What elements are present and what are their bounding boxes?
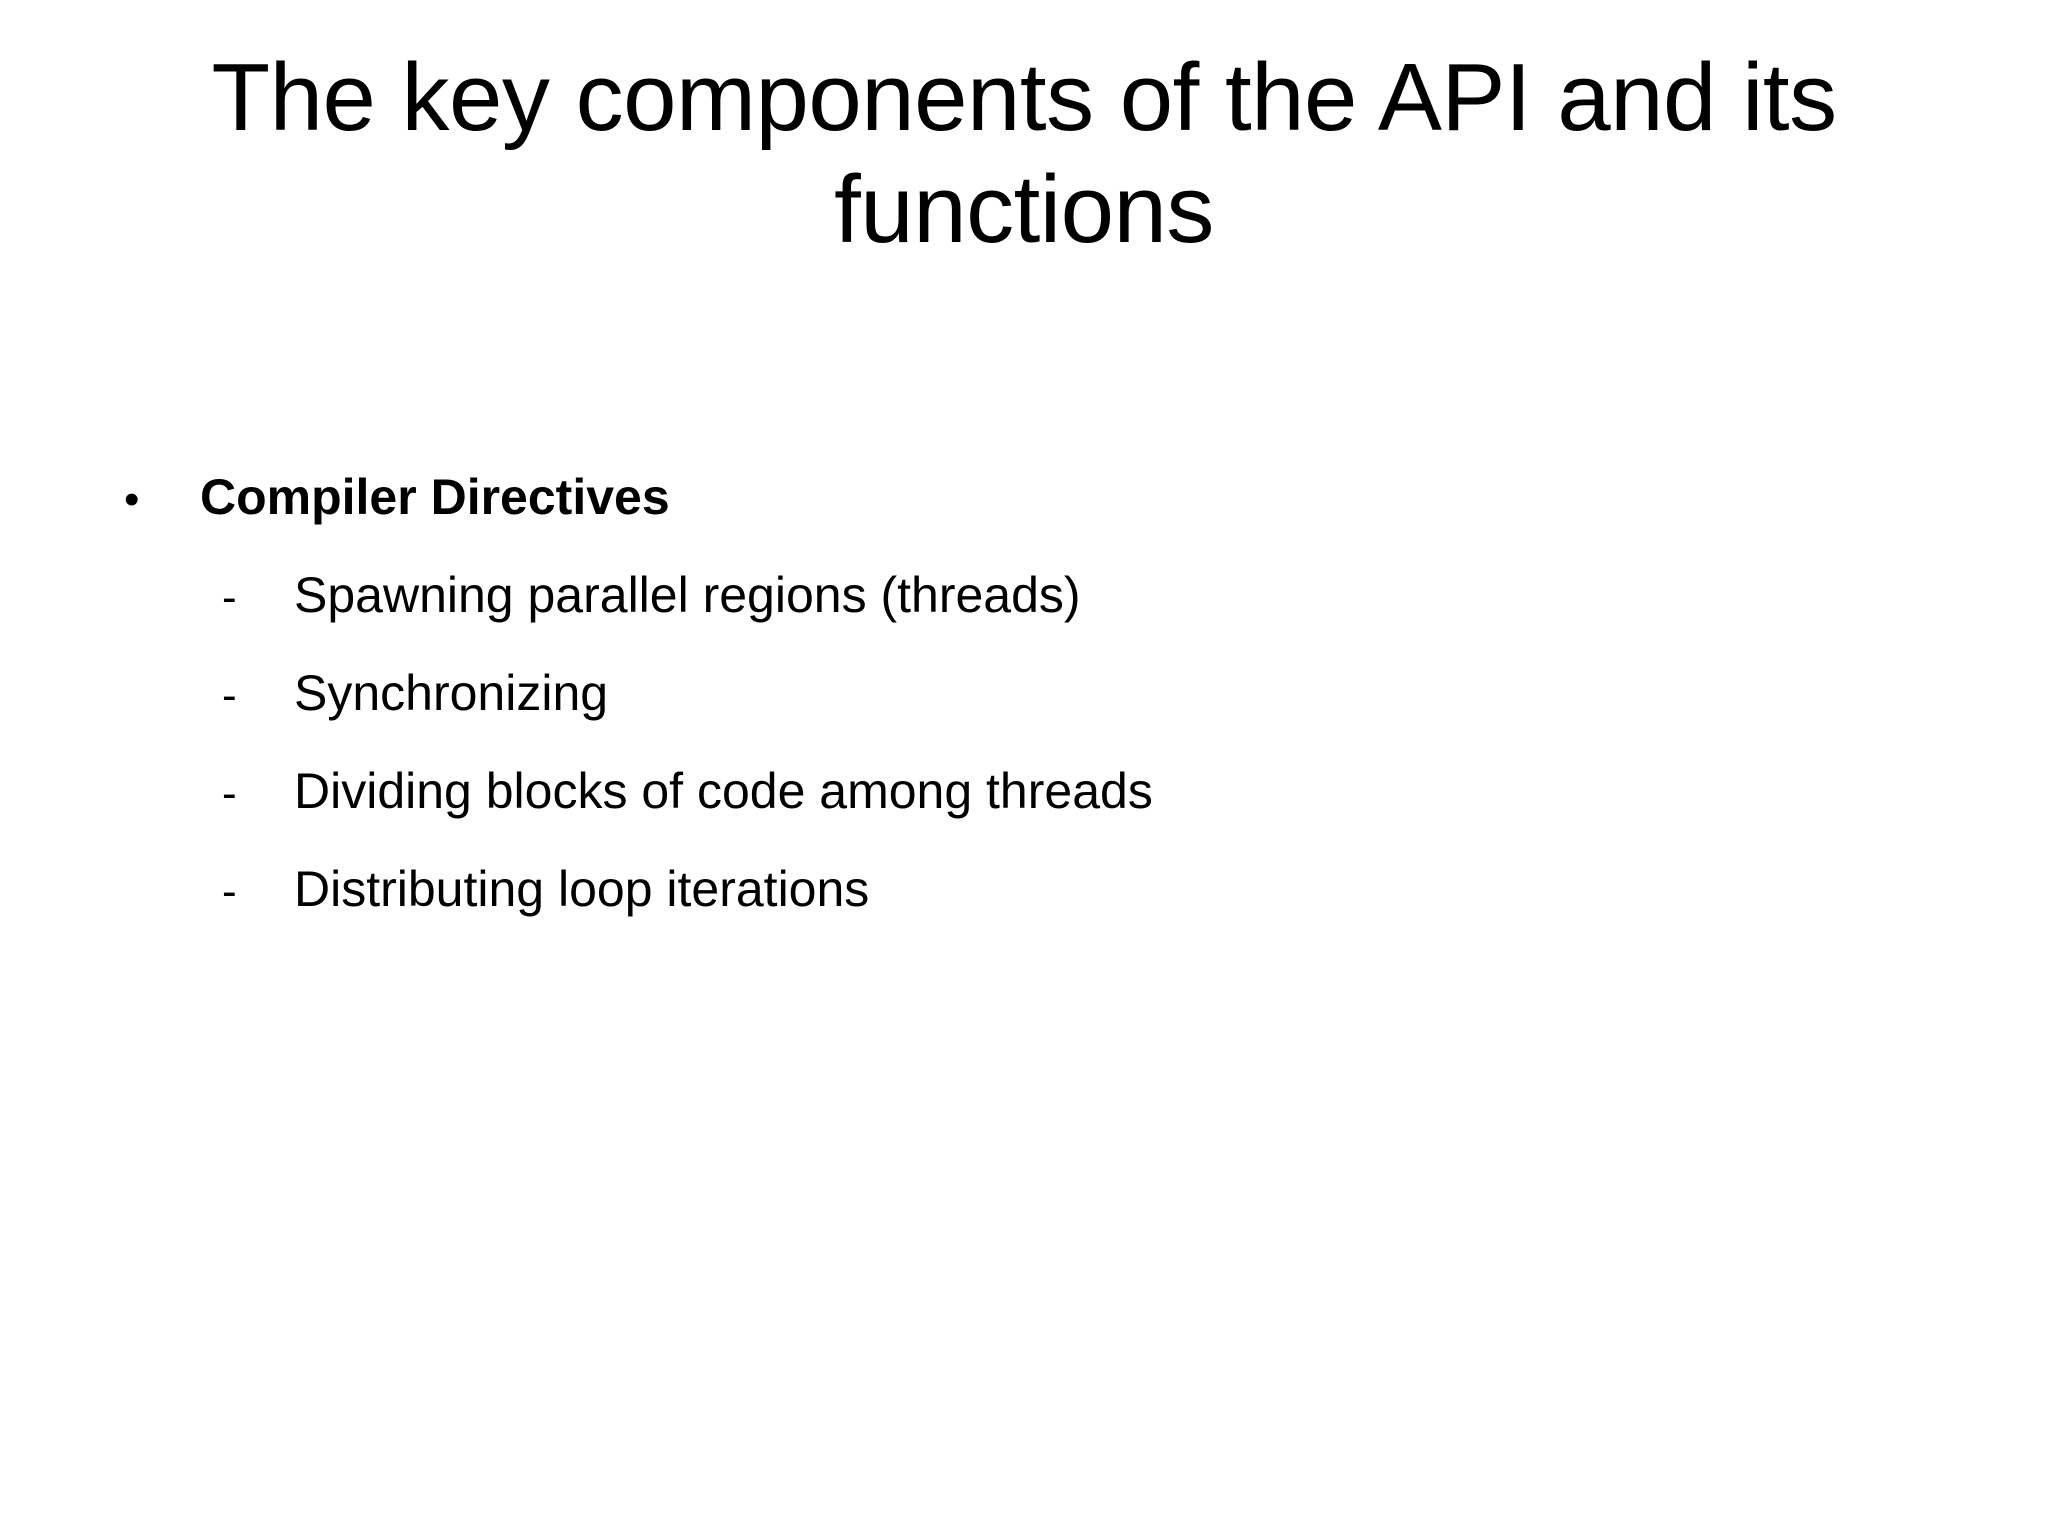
sub-bullet-item-synchronizing: - Synchronizing bbox=[0, 662, 2048, 760]
dash-marker-icon: - bbox=[222, 573, 237, 622]
slide-body: • Compiler Directives - Spawning paralle… bbox=[0, 466, 2048, 956]
dash-marker-icon: - bbox=[222, 769, 237, 818]
slide-title-line-2: functions bbox=[834, 156, 1214, 263]
sub-bullet-item-distributing-loops: - Distributing loop iterations bbox=[0, 858, 2048, 956]
bullet-item-compiler-directives: • Compiler Directives bbox=[0, 466, 2048, 542]
dash-marker-icon: - bbox=[222, 867, 237, 916]
sub-bullet-label-distributing-loops: Distributing loop iterations bbox=[294, 861, 870, 917]
sub-bullet-label-spawning: Spawning parallel regions (threads) bbox=[294, 567, 1081, 623]
sub-bullet-list: - Spawning parallel regions (threads) - … bbox=[0, 564, 2048, 956]
bullet-dot-icon: • bbox=[124, 475, 140, 524]
bullet-label-compiler-directives: Compiler Directives bbox=[200, 469, 670, 525]
sub-bullet-item-spawning: - Spawning parallel regions (threads) bbox=[0, 564, 2048, 662]
slide-title-line-1: The key components of the API and its bbox=[211, 44, 1837, 151]
sub-bullet-label-synchronizing: Synchronizing bbox=[294, 665, 609, 721]
sub-bullet-label-dividing-blocks: Dividing blocks of code among threads bbox=[294, 763, 1153, 819]
sub-bullet-item-dividing-blocks: - Dividing blocks of code among threads bbox=[0, 760, 2048, 858]
dash-marker-icon: - bbox=[222, 671, 237, 720]
slide-title: The key components of the API and its fu… bbox=[120, 42, 1928, 266]
